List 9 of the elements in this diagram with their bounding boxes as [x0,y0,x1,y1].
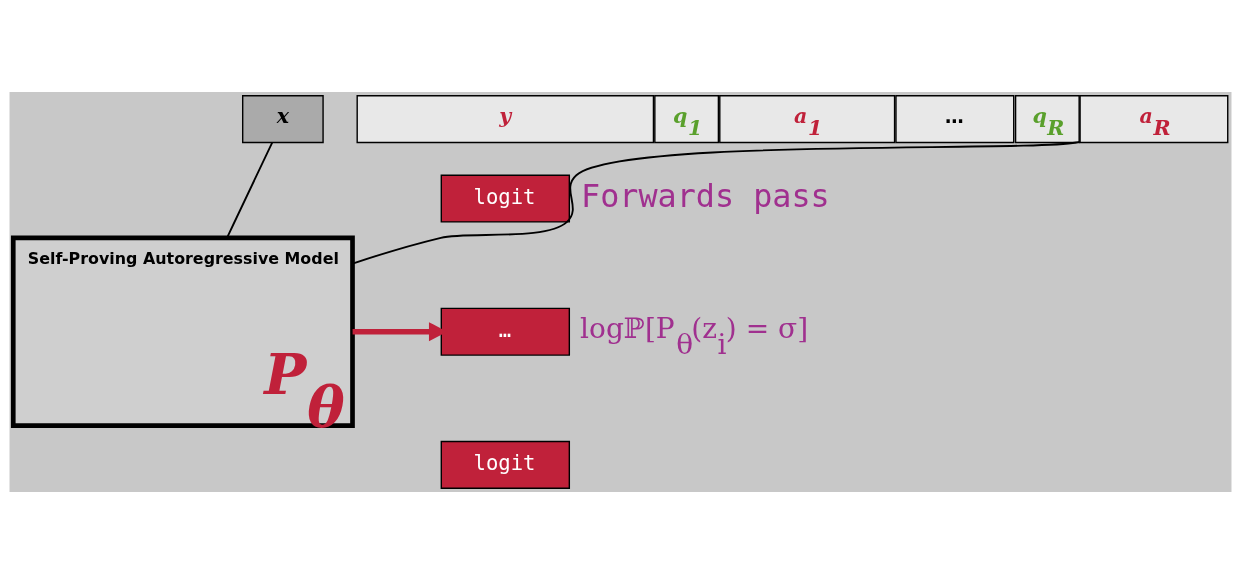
node-box: x [242,95,324,144]
node-box: logit [440,174,571,223]
node-box: … [895,95,1015,144]
connector [226,141,274,239]
connector [351,140,1081,265]
label: Forwards pass [581,177,830,214]
node-box: y [356,95,655,144]
node-box: logit [440,440,571,489]
node-box: … [440,307,571,356]
